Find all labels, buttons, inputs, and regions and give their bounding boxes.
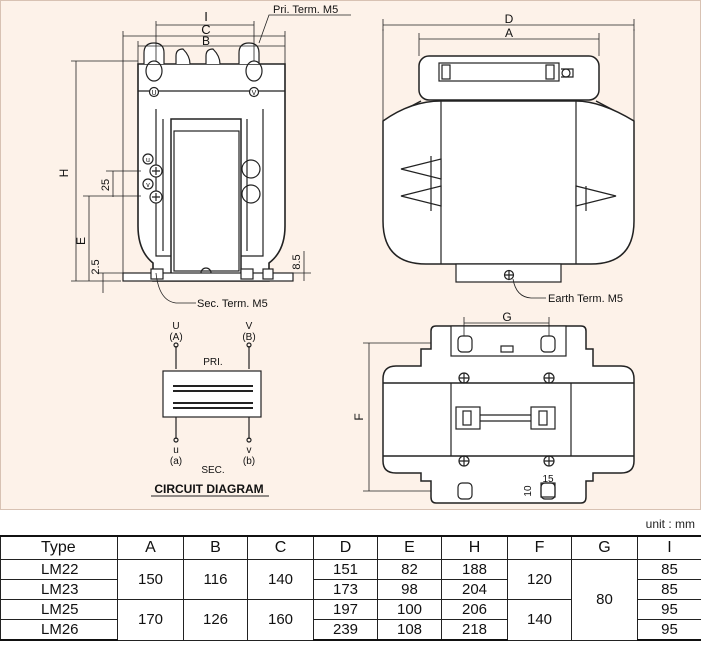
dim-25: 25 bbox=[100, 179, 112, 191]
table-row: LM26 239 108 218 95 bbox=[0, 619, 701, 641]
value-cell-C: 140 bbox=[247, 559, 314, 600]
dim-A: A bbox=[505, 26, 513, 40]
value-cell-I: 95 bbox=[637, 599, 701, 620]
circuit-b-label: (b) bbox=[243, 456, 255, 467]
value-cell-E: 108 bbox=[377, 619, 442, 641]
header-C: C bbox=[247, 535, 314, 560]
table-row: LM25 170 126 160 197 100 206 140 95 bbox=[0, 599, 701, 641]
circuit-a-label: (a) bbox=[170, 456, 182, 467]
technical-drawing-panel: U V u v bbox=[0, 0, 701, 510]
front-mark-su: u bbox=[146, 157, 150, 164]
dim-C: C bbox=[201, 22, 210, 37]
value-cell-I: 95 bbox=[637, 619, 701, 641]
type-cell: LM23 bbox=[0, 579, 118, 600]
unit-label: unit : mm bbox=[645, 517, 695, 531]
circuit-sv-label: v bbox=[247, 445, 252, 456]
side-view: D A Earth Term. M5 bbox=[382, 12, 635, 305]
circuit-sec-label: SEC. bbox=[201, 465, 224, 476]
value-cell-E: 82 bbox=[377, 559, 442, 580]
circuit-A-label: (A) bbox=[169, 332, 182, 343]
value-cell-D: 173 bbox=[313, 579, 378, 600]
value-cell-H: 204 bbox=[441, 579, 508, 600]
dim-E: E bbox=[74, 237, 88, 245]
circuit-B-label: (B) bbox=[242, 332, 255, 343]
dim-8-5: 8.5 bbox=[291, 254, 303, 269]
value-cell-A: 150 bbox=[117, 559, 184, 600]
dim-10: 10 bbox=[523, 485, 534, 497]
value-cell-H: 218 bbox=[441, 619, 508, 641]
top-view: G F 15 10 bbox=[352, 310, 635, 504]
table-row: LM23 173 98 204 85 bbox=[0, 579, 701, 600]
dim-G: G bbox=[502, 310, 511, 324]
circuit-pri-label: PRI. bbox=[203, 357, 222, 368]
front-mark-v: V bbox=[252, 90, 257, 97]
dim-B: B bbox=[202, 34, 210, 48]
header-F: F bbox=[507, 535, 572, 560]
header-B: B bbox=[183, 535, 248, 560]
dim-I: I bbox=[204, 9, 208, 24]
type-cell: LM25 bbox=[0, 599, 118, 620]
front-mark-sv: v bbox=[146, 182, 150, 189]
type-cell: LM26 bbox=[0, 619, 118, 641]
header-A: A bbox=[117, 535, 184, 560]
table-row: LM22 150 116 140 151 82 188 120 80 85 bbox=[0, 559, 701, 641]
circuit-v-label: V bbox=[246, 321, 253, 332]
header-type: Type bbox=[0, 535, 118, 560]
value-cell-I: 85 bbox=[637, 559, 701, 580]
header-H: H bbox=[441, 535, 508, 560]
value-cell-D: 239 bbox=[313, 619, 378, 641]
circuit-u-label: U bbox=[172, 321, 179, 332]
value-cell-D: 197 bbox=[313, 599, 378, 620]
value-cell-F: 120 bbox=[507, 559, 572, 600]
value-cell-E: 100 bbox=[377, 599, 442, 620]
value-cell-B: 116 bbox=[183, 559, 248, 600]
transformer-drawing: U V u v bbox=[57, 4, 635, 504]
value-cell-I: 85 bbox=[637, 579, 701, 600]
header-row: Type A B C D E H F G I bbox=[0, 535, 701, 560]
header-I: I bbox=[637, 535, 701, 560]
sec-term-label: Sec. Term. M5 bbox=[197, 298, 268, 310]
header-E: E bbox=[377, 535, 442, 560]
front-mark-u: U bbox=[151, 90, 156, 97]
dim-2-5: 2.5 bbox=[90, 259, 102, 274]
spec-table: Type A B C D E H F G I LM22 150 116 140 … bbox=[0, 535, 701, 641]
value-cell-F: 140 bbox=[507, 599, 572, 641]
value-cell-B: 126 bbox=[183, 599, 248, 641]
type-cell: LM22 bbox=[0, 559, 118, 580]
dim-15: 15 bbox=[542, 474, 554, 485]
earth-term-label: Earth Term. M5 bbox=[548, 293, 623, 305]
dim-D: D bbox=[505, 12, 514, 26]
front-view: U V u v bbox=[57, 4, 351, 310]
circuit-diagram-title: CIRCUIT DIAGRAM bbox=[154, 482, 263, 496]
value-cell-E: 98 bbox=[377, 579, 442, 600]
pri-term-label: Pri. Term. M5 bbox=[273, 4, 338, 16]
circuit-diagram: U (A) V (B) PRI. u (a) v (b) SEC. CIRCUI… bbox=[151, 321, 269, 497]
value-cell-A: 170 bbox=[117, 599, 184, 641]
value-cell-C: 160 bbox=[247, 599, 314, 641]
dim-H: H bbox=[57, 169, 71, 178]
value-cell-H: 188 bbox=[441, 559, 508, 580]
header-D: D bbox=[313, 535, 378, 560]
value-cell-D: 151 bbox=[313, 559, 378, 580]
circuit-su-label: u bbox=[173, 445, 179, 456]
value-cell-H: 206 bbox=[441, 599, 508, 620]
value-cell-G: 80 bbox=[571, 559, 638, 641]
dim-F: F bbox=[352, 413, 366, 420]
header-G: G bbox=[571, 535, 638, 560]
